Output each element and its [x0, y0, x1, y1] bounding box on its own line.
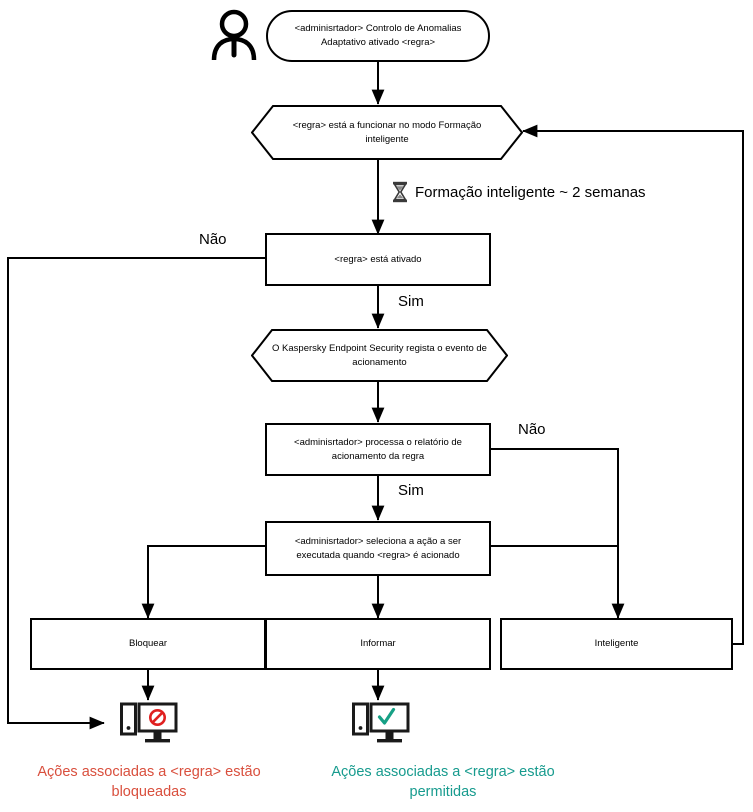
node-kes-logs-event: O Kaspersky Endpoint Security regista o …: [251, 329, 508, 382]
node-training-mode-label: <regra> está a funcionar no modo Formaçã…: [292, 119, 482, 145]
node-admin-selects-action-label: <adminisrtador> seleciona a ação a ser e…: [294, 535, 462, 561]
node-action-smart-label: Inteligente: [594, 638, 639, 650]
node-admin-selects-action: <adminisrtador> seleciona a ação a ser e…: [265, 521, 491, 576]
node-action-inform: Informar: [265, 618, 491, 670]
node-start-label: <adminisrtador> Controlo de Anomalias Ad…: [294, 22, 462, 48]
node-action-block-label: Bloquear: [128, 638, 168, 650]
node-kes-logs-event-label: O Kaspersky Endpoint Security regista o …: [272, 342, 487, 368]
edge-label-rule-enabled-no: Não: [199, 231, 227, 248]
node-start: <adminisrtador> Controlo de Anomalias Ad…: [266, 10, 490, 62]
edge-label-rule-enabled-yes: Sim: [398, 293, 424, 310]
edge-label-report-yes: Sim: [398, 482, 424, 499]
caption-allowed: Ações associadas a <regra> estão permiti…: [331, 764, 555, 800]
node-training-mode: <regra> está a funcionar no modo Formaçã…: [251, 105, 523, 160]
node-rule-enabled: <regra> está ativado: [265, 233, 491, 286]
node-rule-enabled-label: <regra> está ativado: [334, 253, 422, 265]
caption-blocked: Ações associadas a <regra> estão bloquea…: [37, 764, 261, 800]
smart-training-timer-label: Formação inteligente ~ 2 semanas: [415, 183, 646, 201]
node-admin-processes-report-label: <adminisrtador> processa o relatório de …: [294, 436, 462, 462]
person-icon: [208, 8, 260, 67]
smart-training-timer: Formação inteligente ~ 2 semanas: [392, 181, 646, 203]
edge-label-report-no: Não: [518, 421, 546, 438]
computer-blocked-icon: [120, 702, 178, 751]
node-action-block: Bloquear: [30, 618, 266, 670]
computer-allowed-icon: [352, 702, 410, 751]
node-action-inform-label: Informar: [360, 638, 396, 650]
node-admin-processes-report: <adminisrtador> processa o relatório de …: [265, 423, 491, 476]
hourglass-icon: [392, 181, 408, 203]
node-action-smart: Inteligente: [500, 618, 733, 670]
